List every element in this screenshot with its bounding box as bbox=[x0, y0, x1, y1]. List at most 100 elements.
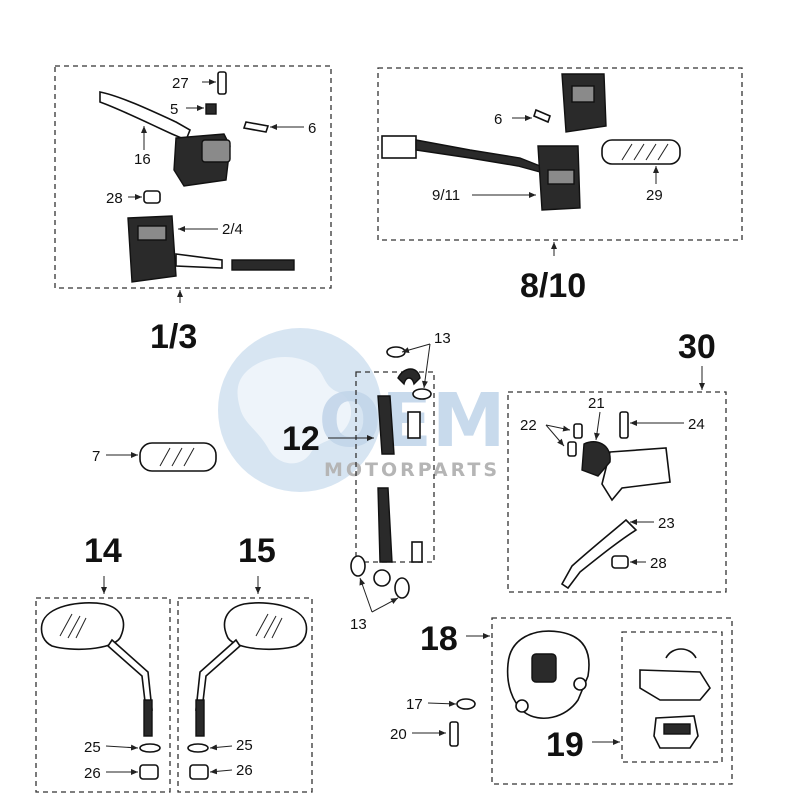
brake-pad-upper-part bbox=[639, 669, 711, 701]
grip-29-part bbox=[601, 139, 681, 165]
ref-28a: 28 bbox=[106, 190, 123, 207]
ref-28b: 28 bbox=[650, 555, 667, 572]
group-19-frame bbox=[621, 631, 723, 763]
bolt-24-part bbox=[619, 411, 629, 439]
switch-wire-part bbox=[175, 253, 223, 269]
washer-25b-part bbox=[187, 743, 209, 753]
nut-26b-part bbox=[189, 764, 209, 780]
ref-9-11: 9/11 bbox=[432, 187, 460, 204]
wire-harness-part bbox=[415, 139, 541, 173]
pad-spring-part bbox=[665, 648, 697, 659]
watermark-sub: MOTORPARTS bbox=[324, 459, 500, 481]
spacer-28b-part bbox=[611, 555, 629, 569]
group-label-1-3: 1/3 bbox=[150, 318, 197, 356]
group-label-14: 14 bbox=[84, 532, 122, 570]
ref-26a: 26 bbox=[84, 765, 101, 782]
group-1-3[interactable]: 27 5 6 16 28 2/4 1/3 bbox=[54, 65, 332, 356]
group-label-30: 30 bbox=[678, 328, 716, 366]
hose-fitting-part bbox=[407, 411, 421, 439]
watermark-land-icon bbox=[237, 357, 352, 464]
washer-17-part bbox=[456, 698, 476, 710]
washer-13b-part bbox=[412, 388, 432, 400]
ref-2-4: 2/4 bbox=[222, 221, 243, 238]
brake-lever-part bbox=[99, 91, 192, 142]
caliper-bleeder-part bbox=[573, 677, 587, 691]
ref-7: 7 bbox=[92, 448, 100, 465]
mirror-15-head-part bbox=[223, 602, 308, 651]
nut-5-part bbox=[205, 103, 217, 115]
caliper-piston-part bbox=[531, 653, 557, 683]
washer-13c-part bbox=[350, 555, 366, 577]
group-15[interactable]: 25 26 15 bbox=[177, 532, 313, 793]
bolt-22b-part bbox=[567, 441, 577, 457]
ref-25b: 25 bbox=[236, 737, 253, 754]
banjo-lower-part bbox=[373, 569, 391, 587]
ref-21: 21 bbox=[588, 395, 605, 412]
ref-13a: 13 bbox=[434, 330, 451, 347]
group-15-frame bbox=[177, 597, 313, 793]
grip-7-part bbox=[139, 442, 217, 472]
ref-6b: 6 bbox=[494, 111, 502, 128]
screw-6-part bbox=[242, 121, 270, 133]
group-18[interactable]: 17 20 18 bbox=[390, 617, 733, 785]
ref-17: 17 bbox=[406, 696, 423, 713]
mirror-14-hatch bbox=[59, 613, 87, 639]
ref-27: 27 bbox=[172, 75, 189, 92]
ref-6a: 6 bbox=[308, 120, 316, 137]
group-14-frame bbox=[35, 597, 171, 793]
group-12-frame bbox=[355, 371, 435, 563]
ref-20: 20 bbox=[390, 726, 407, 743]
group-label-15: 15 bbox=[238, 532, 276, 570]
group-label-18: 18 bbox=[420, 620, 458, 658]
ref-24: 24 bbox=[688, 416, 705, 433]
group-8-10-frame bbox=[377, 67, 743, 241]
washer-25a-part bbox=[139, 743, 161, 753]
switch-connector-part bbox=[231, 259, 295, 271]
hose-upper-part bbox=[377, 395, 395, 455]
master-cylinder-part bbox=[601, 447, 671, 502]
grip-7[interactable]: 7 bbox=[92, 442, 217, 472]
group-18-frame bbox=[491, 617, 733, 785]
washer-13d-part bbox=[394, 577, 410, 599]
connector-plug-part bbox=[381, 135, 417, 159]
bolt-20-part bbox=[449, 721, 459, 747]
ref-13b: 13 bbox=[350, 616, 367, 633]
brake-lever-23-part bbox=[560, 518, 638, 590]
bolt-22a-part bbox=[573, 423, 583, 439]
group-30-frame bbox=[507, 391, 727, 593]
right-switch-button-part bbox=[547, 169, 575, 185]
group-14[interactable]: 25 26 14 bbox=[35, 532, 171, 793]
hose-lower-part bbox=[377, 487, 393, 563]
mirror-14-thread-part bbox=[143, 699, 153, 737]
ref-5: 5 bbox=[170, 101, 178, 118]
ref-23: 23 bbox=[658, 515, 675, 532]
group-30[interactable]: 22 21 24 23 28 30 bbox=[507, 328, 727, 593]
watermark: OEM MOTORPARTS bbox=[218, 328, 506, 492]
group-8-10[interactable]: 6 9/11 29 8/10 bbox=[377, 67, 743, 305]
group-label-12: 12 bbox=[282, 420, 320, 458]
mirror-15-thread-part bbox=[195, 699, 205, 737]
caliper-mount-part bbox=[515, 699, 529, 713]
nut-26a-part bbox=[139, 764, 159, 780]
switch-button-part bbox=[137, 225, 167, 241]
banjo-bolt-upper-part bbox=[397, 368, 421, 386]
spacer-28a-part bbox=[143, 190, 161, 204]
hose-bolt-lower-part bbox=[411, 541, 423, 563]
ref-25a: 25 bbox=[84, 739, 101, 756]
group-label-19: 19 bbox=[546, 726, 584, 764]
ref-16: 16 bbox=[134, 151, 151, 168]
cylinder-clamp-part bbox=[581, 441, 611, 477]
ref-22: 22 bbox=[520, 417, 537, 434]
upper-switch-housing-part bbox=[561, 73, 607, 133]
group-12[interactable]: 13 13 12 bbox=[282, 330, 451, 633]
bolt-27-part bbox=[217, 71, 227, 95]
group-1-3-frame bbox=[54, 65, 332, 289]
pad-lining-part bbox=[663, 723, 691, 735]
screw-6b-part bbox=[533, 108, 551, 124]
group-19[interactable]: 19 bbox=[546, 631, 723, 764]
upper-switch-button-part bbox=[571, 85, 595, 103]
grip-29-hatch bbox=[621, 143, 669, 161]
grip-7-hatch bbox=[159, 447, 195, 467]
group-label-8-10: 8/10 bbox=[520, 267, 586, 305]
ref-26b: 26 bbox=[236, 762, 253, 779]
